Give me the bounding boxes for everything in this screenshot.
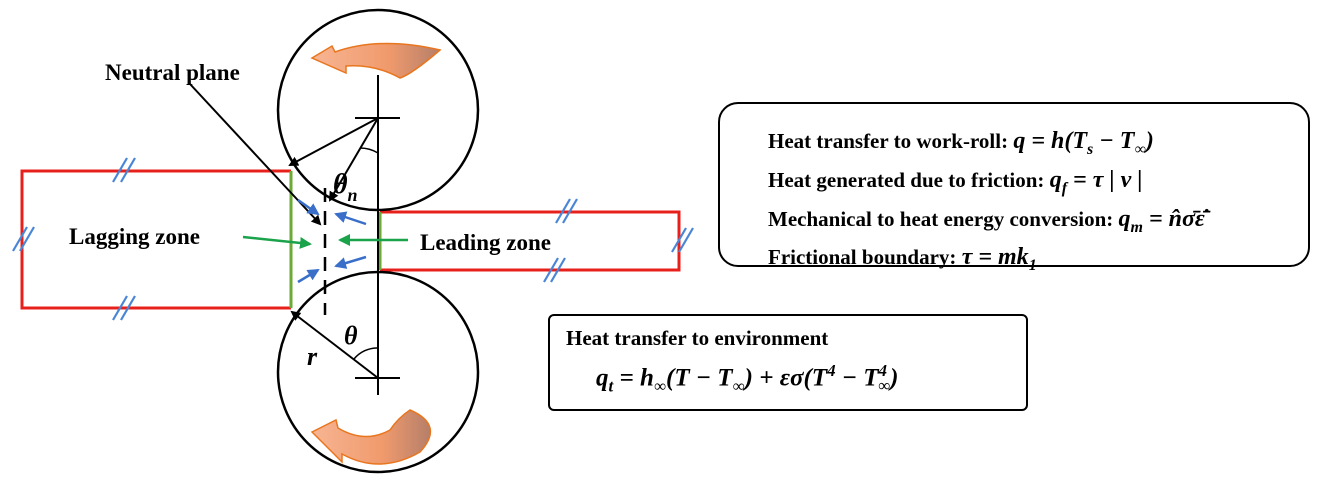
friction-arrow-lower-left <box>297 268 320 284</box>
lower-rotation-arrow <box>310 409 432 465</box>
environment-heat-transfer-box: Heat transfer to environment qt = h∞(T −… <box>548 314 1028 411</box>
upper-angle-arc <box>359 147 379 154</box>
upper-rotation-arrow <box>310 42 442 79</box>
friction-arrow-lower-right <box>334 255 367 269</box>
friction-arrow-upper-right <box>334 211 367 226</box>
env-formula: qt = h∞(T − T∞) + εσ(T4 − T4∞) <box>596 361 899 396</box>
radius-label: r <box>307 342 318 371</box>
workpiece-outline-left <box>20 169 291 310</box>
friction-arrow-upper-left <box>297 198 320 216</box>
neutral-plane-label: Neutral plane <box>105 60 240 85</box>
theta-label: θ <box>344 321 358 350</box>
lower-entry-radius <box>290 310 379 379</box>
legend-row-frictional-boundary: Frictional boundary: τ = mk1 <box>768 244 1037 275</box>
legend-row-mechanical: Mechanical to heat energy conversion: qm… <box>768 205 1205 236</box>
heat-transfer-legend: Heat transfer to work-roll: q = h(Ts − T… <box>718 102 1310 274</box>
lower-angle-arc <box>353 347 379 360</box>
env-title: Heat transfer to environment <box>566 326 829 350</box>
legend-row-friction: Heat generated due to friction: qf = τ |… <box>768 166 1143 197</box>
lagging-zone-arrow <box>242 235 312 249</box>
neutral-radius <box>328 117 379 202</box>
theta-n-label: θn <box>333 169 358 205</box>
hatch-marks <box>12 157 694 321</box>
lagging-zone-label: Lagging zone <box>69 224 200 249</box>
upper-entry-radius <box>288 117 379 166</box>
leading-zone-label: Leading zone <box>420 230 551 255</box>
legend-row-work-roll: Heat transfer to work-roll: q = h(Ts − T… <box>768 128 1154 158</box>
